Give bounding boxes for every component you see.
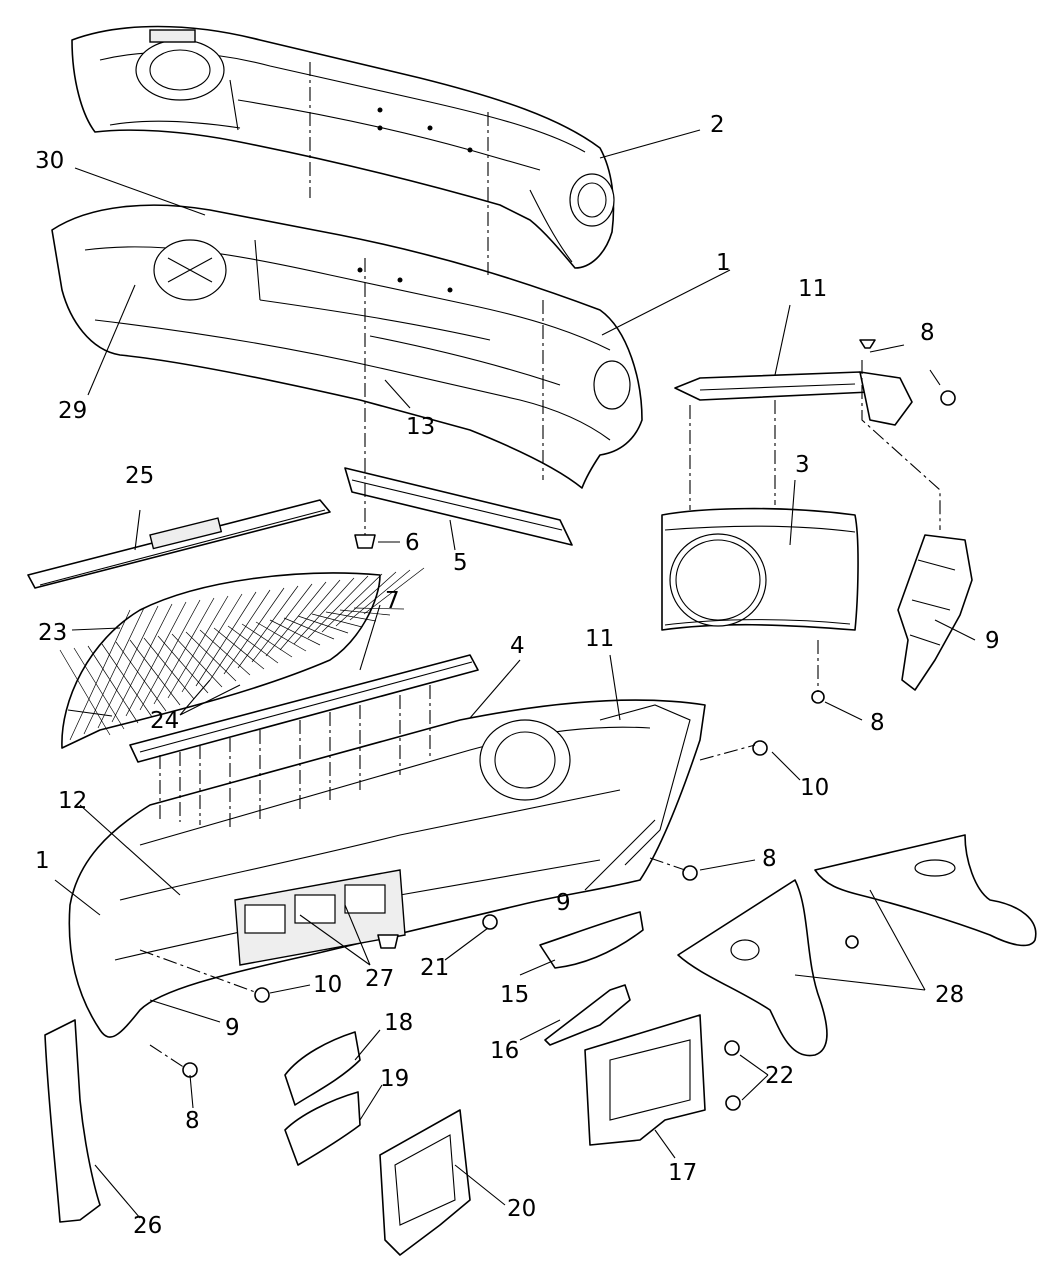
- callout-10-left: 10: [313, 972, 342, 998]
- callout-9-left: 9: [225, 1015, 240, 1041]
- part-19-bracket: [284, 1091, 361, 1166]
- callout-24: 24: [150, 708, 179, 734]
- callout-23: 23: [38, 620, 67, 646]
- part-16-bracket: [544, 984, 631, 1046]
- push-pin-6: [354, 534, 376, 549]
- callout-1-upper: 1: [716, 250, 731, 276]
- part-18-bracket: [284, 1031, 361, 1106]
- callout-26: 26: [133, 1213, 162, 1239]
- callout-28: 28: [935, 982, 964, 1008]
- callout-18: 18: [384, 1010, 413, 1036]
- callout-1-lower: 1: [35, 848, 50, 874]
- callout-16: 16: [490, 1038, 519, 1064]
- fasteners: [182, 339, 956, 1111]
- part-25-panel: [27, 499, 331, 589]
- part-15-bracket: [539, 911, 644, 969]
- mesh-pattern: [59, 567, 425, 741]
- callout-10-right: 10: [800, 775, 829, 801]
- part-20-plate: [379, 1109, 471, 1256]
- callout-11-upper: 11: [798, 276, 827, 302]
- callout-19: 19: [380, 1066, 409, 1092]
- callout-9-center: 9: [556, 890, 571, 916]
- part-4-main-bumper: [68, 699, 706, 1038]
- part-5-grille-strip: [344, 467, 573, 546]
- part-17-plate: [584, 1014, 706, 1146]
- callout-27: 27: [365, 966, 394, 992]
- callout-4: 4: [510, 633, 525, 659]
- part-28-end-caps: [677, 834, 1037, 1057]
- callout-labels: 2 30 1 11 8 29 13 3 25 6 5 7 23 4 11 9 2…: [35, 112, 1000, 1239]
- callout-20: 20: [507, 1196, 536, 1222]
- callout-3: 3: [795, 452, 810, 478]
- callout-21: 21: [420, 955, 449, 981]
- callout-22: 22: [765, 1063, 794, 1089]
- callout-11-lower: 11: [585, 626, 614, 652]
- part-11-upper-bracket: [674, 371, 913, 426]
- callout-5: 5: [453, 550, 468, 576]
- part-26-side-strip: [44, 1019, 101, 1223]
- part-7-valance: [129, 654, 479, 763]
- part-23-mesh-grille: [59, 567, 425, 749]
- callout-15: 15: [500, 982, 529, 1008]
- callout-8-top: 8: [920, 320, 935, 346]
- callout-6: 6: [405, 530, 420, 556]
- part-9-right-bracket: [897, 534, 973, 691]
- callout-17: 17: [668, 1160, 697, 1186]
- callout-30: 30: [35, 148, 64, 174]
- callout-9-right: 9: [985, 628, 1000, 654]
- callout-8-left: 8: [185, 1108, 200, 1134]
- leader-lines: [54, 129, 976, 1219]
- callout-25: 25: [125, 463, 154, 489]
- part-2-upper-fascia: [71, 25, 615, 269]
- callout-29: 29: [58, 398, 87, 424]
- callout-7: 7: [385, 588, 400, 614]
- callout-13: 13: [406, 414, 435, 440]
- part-3-corner-fascia: [661, 507, 859, 631]
- part-1-front-fascia: [51, 204, 643, 489]
- callout-8-center: 8: [762, 846, 777, 872]
- callout-12: 12: [58, 788, 87, 814]
- callout-8-mid: 8: [870, 710, 885, 736]
- alignment-lines: [139, 62, 941, 1069]
- callout-2: 2: [710, 112, 725, 138]
